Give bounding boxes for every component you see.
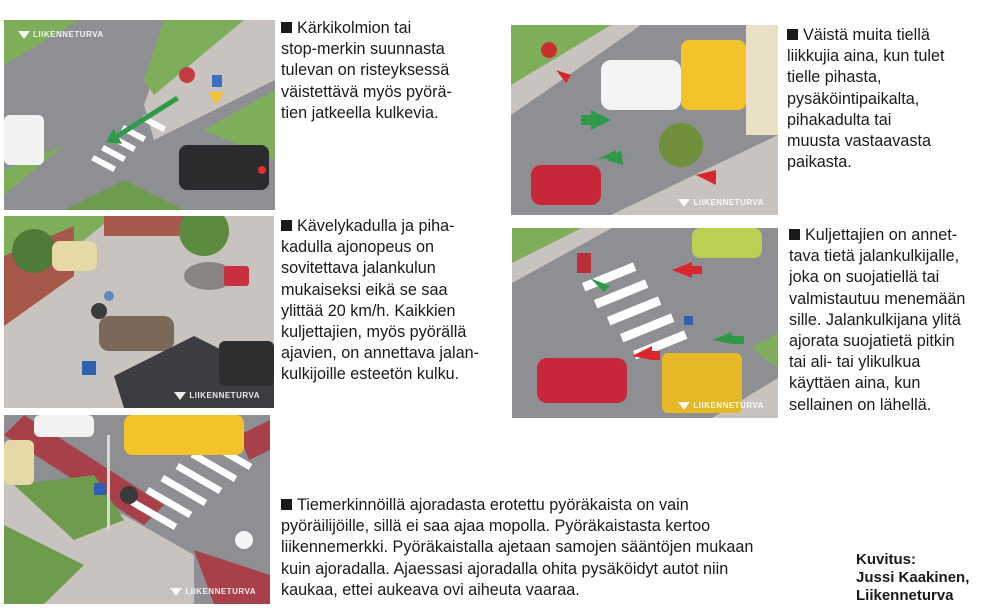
caption-crosswalk: Kuljettajien on annet- tava tietä jalank… bbox=[789, 226, 966, 414]
bike-lane-scene-image bbox=[4, 415, 270, 604]
intersection-scene-image bbox=[4, 20, 275, 210]
liikenneturva-logo: LIIKENNETURVA bbox=[18, 30, 104, 39]
liikenneturva-logo: LIIKENNETURVA bbox=[174, 391, 260, 400]
illustration-yield-from-yard: LIIKENNETURVA bbox=[511, 25, 778, 215]
logo-triangle-icon bbox=[678, 198, 691, 207]
square-bullet-icon bbox=[281, 22, 292, 33]
caption-intersection-yield: Kärkikolmion tai stop-merkin suunnasta t… bbox=[281, 19, 452, 122]
square-bullet-icon bbox=[789, 229, 800, 240]
square-bullet-icon bbox=[787, 29, 798, 40]
liikenneturva-logo: LIIKENNETURVA bbox=[170, 587, 256, 596]
logo-triangle-icon bbox=[678, 401, 691, 410]
square-bullet-icon bbox=[281, 499, 292, 510]
caption-yield-from-yard: Väistä muita tiellä liikkujia aina, kun … bbox=[787, 26, 945, 172]
caption-bike-lane: Tiemerkinnöillä ajoradasta erotettu pyör… bbox=[281, 496, 754, 599]
illustration-pedestrian-street: LIIKENNETURVA bbox=[4, 216, 274, 408]
liikenneturva-logo: LIIKENNETURVA bbox=[678, 401, 764, 410]
caption-pedestrian-street: Kävelykadulla ja piha- kadulla ajonopeus… bbox=[281, 217, 479, 384]
liikenneturva-logo: LIIKENNETURVA bbox=[678, 198, 764, 207]
illustration-credit: Kuvitus: Jussi Kaakinen, Liikenneturva bbox=[856, 551, 970, 604]
illustration-bike-lane: LIIKENNETURVA bbox=[4, 415, 270, 604]
square-bullet-icon bbox=[281, 220, 292, 231]
logo-triangle-icon bbox=[18, 30, 30, 39]
pedestrian-street-scene-image bbox=[4, 216, 274, 408]
yard-exit-scene-image bbox=[511, 25, 778, 215]
illustration-crosswalk: LIIKENNETURVA bbox=[512, 228, 778, 418]
crosswalk-scene-image bbox=[512, 228, 778, 418]
illustration-intersection-yield: LIIKENNETURVA bbox=[4, 20, 275, 210]
logo-triangle-icon bbox=[170, 587, 183, 596]
logo-triangle-icon bbox=[174, 391, 187, 400]
